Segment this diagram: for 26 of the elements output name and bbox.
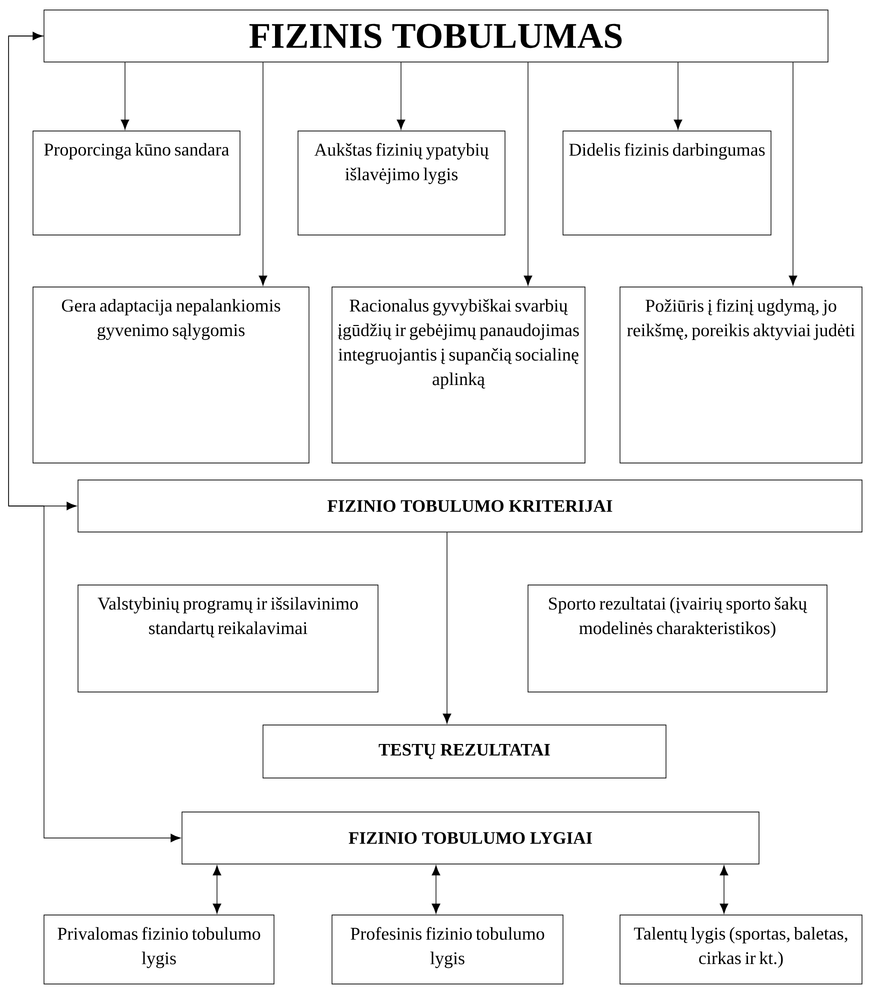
heading-box: FIZINIO TOBULUMO KRITERIJAI: [78, 480, 862, 532]
arrow: [258, 62, 268, 286]
title-box: FIZINIS TOBULUMAS: [44, 10, 828, 62]
arrow: [720, 865, 728, 914]
arrow: [524, 62, 532, 286]
heading-box: FIZINIO TOBULUMO LYGIAI: [182, 812, 760, 864]
text-box: Aukštas fizinių ypatybių išlavėjimo lygis: [298, 130, 506, 236]
text-box: Talentų lygis (sportas, baletas, cirkas ir kt.): [620, 914, 862, 984]
text-box: Privalomas fizinio tobulumo lygis: [44, 914, 274, 984]
text-box: Sporto rezultatai (įvairių sporto šakų modelinės charakteristikos): [528, 584, 828, 692]
text-box: Proporcinga kūno sandara: [32, 130, 240, 236]
arrow: [8, 36, 181, 842]
text-box: Valstybinių programų ir išsilavinimo standartų reikalavimai: [78, 584, 378, 692]
arrow: [788, 62, 798, 286]
text-box: Racionalus gyvybiškai svarbių įgūdžių ir gebėjimų panaudojimas integruojantis į supančią socialinę aplinką: [332, 286, 586, 464]
text-box: Požiūris į fizinį ugdymą, jo reikšmę, poreikis aktyviai judėti: [620, 286, 862, 464]
arrow: [396, 62, 406, 130]
arrow: [674, 62, 682, 130]
arrow: [432, 865, 440, 914]
arrow: [212, 865, 222, 914]
text-box: Gera adaptacija nepalankiomis gyvenimo sąlygomis: [32, 286, 310, 464]
text-box: Didelis fizinis darbingumas: [562, 130, 772, 236]
heading-box: TESTŲ REZULTATAI: [262, 724, 666, 778]
arrow: [120, 62, 130, 130]
text-box: Profesinis fizinio tobulumo lygis: [332, 914, 564, 984]
arrow: [442, 532, 452, 724]
